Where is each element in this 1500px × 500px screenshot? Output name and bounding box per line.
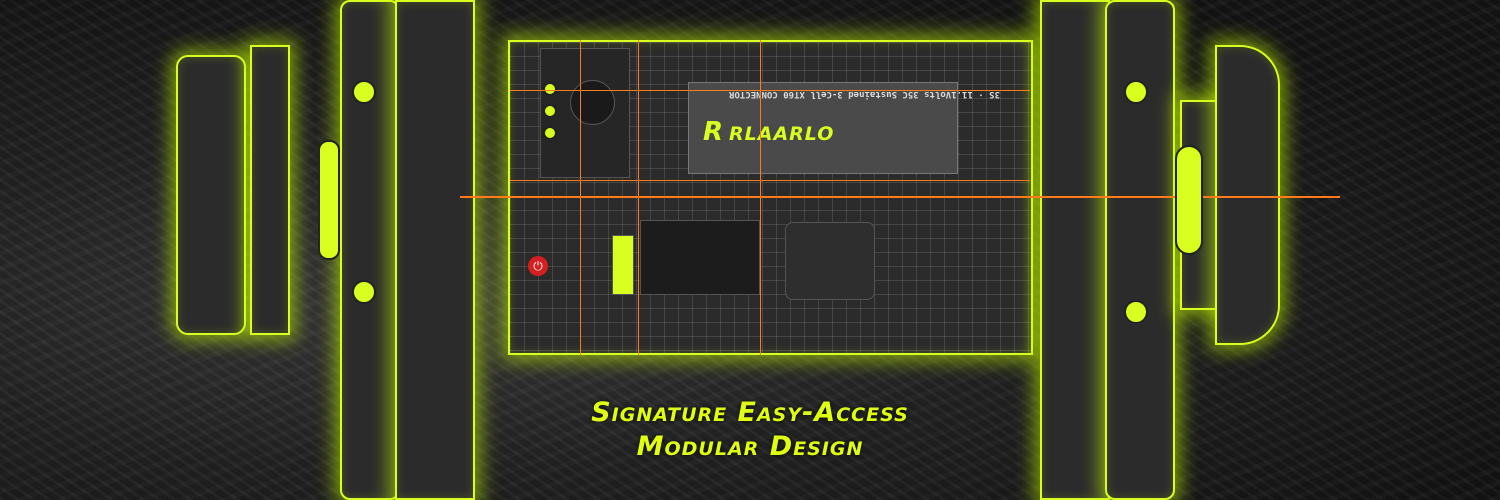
motor (640, 220, 760, 295)
guide-line (638, 40, 639, 355)
rear-left-shock-arm (340, 0, 400, 500)
front-suspension-arm (1040, 0, 1110, 500)
motor-mount (612, 235, 634, 295)
battery-brand: RLAARLO (729, 123, 835, 145)
rear-bulkhead (250, 45, 290, 335)
rear-bumper (176, 55, 246, 335)
cooling-fan (570, 80, 615, 125)
shock-spring (1124, 80, 1148, 104)
connector (543, 82, 557, 96)
brand-logo-icon: R (703, 117, 724, 147)
connector (543, 126, 557, 140)
shock-spring (352, 80, 376, 104)
headline-line-1: Signature Easy-Access (591, 397, 909, 428)
power-icon: ⏻ (528, 256, 548, 276)
servo-box (785, 222, 875, 300)
shock-spring (352, 280, 376, 304)
rear-suspension-arm (395, 0, 475, 500)
guide-line (510, 90, 1030, 91)
guide-line (580, 40, 581, 355)
guide-line (510, 180, 1030, 181)
guide-line (460, 196, 1340, 198)
connector (543, 104, 557, 118)
rear-hub (318, 140, 340, 260)
headline-line-2: Modular Design (636, 431, 864, 462)
guide-line (760, 40, 761, 355)
shock-spring (1124, 300, 1148, 324)
headline: Signature Easy-Access Modular Design (490, 396, 1010, 464)
front-bumper (1215, 45, 1280, 345)
battery-pack: 3S · 11.1Volts 35C Sustained 3-Cell XT60… (688, 82, 1000, 174)
front-hub (1175, 145, 1203, 255)
front-shock-arm (1105, 0, 1175, 500)
